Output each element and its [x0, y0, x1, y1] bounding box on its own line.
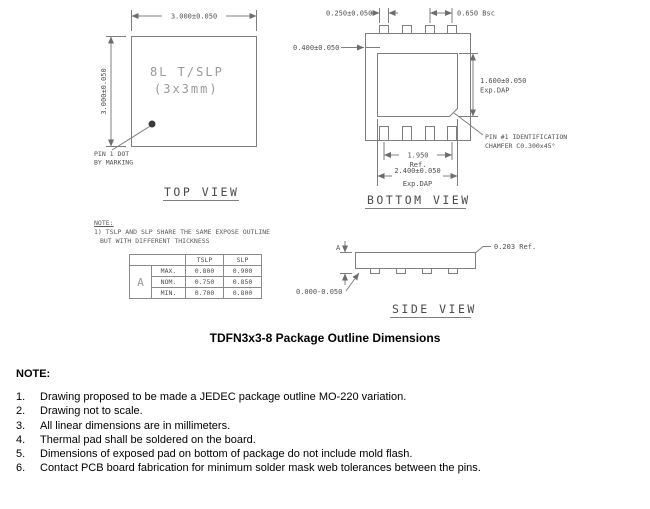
table-cell: 0.800	[185, 265, 224, 277]
standoff-callout: 0.000-0.050	[296, 272, 360, 296]
terminal-width-label: 0.250±0.050	[326, 10, 372, 18]
notes-section: NOTE: 1. Drawing proposed to be made a J…	[16, 368, 640, 476]
table-cell: 0.900	[223, 265, 262, 277]
pin1-id-line1: PIN #1 IDENTIFICATION	[485, 133, 567, 141]
bottom-view-label: BOTTOM VIEW	[367, 193, 471, 207]
top-height-dimension-label: 3.000±0.050	[100, 68, 108, 114]
page-title: TDFN3x3-8 Package Outline Dimensions	[209, 331, 441, 345]
top-view-height-dimension: 3.000±0.050	[100, 36, 126, 147]
side-view-leads	[370, 268, 458, 274]
table-row-name: MIN.	[151, 287, 186, 299]
bottom-view-package-body	[365, 33, 471, 141]
pin1-id-callout: PIN #1 IDENTIFICATION CHAMFER C0.300x45°	[453, 112, 567, 150]
note-item: 5. Dimensions of exposed pad on bottom o…	[16, 447, 640, 461]
drawing-note-heading: NOTE:	[94, 219, 114, 227]
top-view-package-body	[131, 36, 257, 147]
notes-heading: NOTE:	[16, 368, 51, 380]
table-row-group-label: A	[129, 265, 152, 299]
package-name-label: 8L T/SLP	[150, 65, 224, 79]
bottom-view-bottom-terminals	[379, 126, 457, 141]
standoff-label: 0.000-0.050	[296, 288, 342, 296]
note-item: 6. Contact PCB board fabrication for min…	[16, 461, 640, 475]
note-item: 2. Drawing not to scale.	[16, 404, 640, 418]
thickness-dimension: A	[336, 241, 352, 285]
terminal-span-sub-label: Ref.	[410, 161, 427, 169]
note-item: 1. Drawing proposed to be made a JEDEC p…	[16, 390, 640, 404]
top-view-caption: TOP VIEW	[163, 185, 239, 201]
bottom-view: 0.250±0.050 0.650 Bsc 0.400±0.050 1.60	[293, 8, 567, 209]
dap-width-sub-label: Exp.DAP	[403, 180, 433, 188]
pitch-label: 0.650 Bsc	[457, 10, 495, 18]
pin1-note-line1: PIN 1 DOT	[94, 150, 129, 158]
side-view-caption: SIDE VIEW	[390, 302, 477, 318]
bottom-view-caption: BOTTOM VIEW	[365, 193, 471, 209]
note-text: Dimensions of exposed pad on bottom of p…	[40, 448, 413, 461]
table-corner-cell	[129, 254, 186, 266]
table-row-name: MAX.	[151, 265, 186, 277]
terminal-width-dimension: 0.250±0.050	[326, 8, 398, 23]
table-row: MIN. 0.700 0.800	[130, 287, 262, 299]
table-row-name: NOM.	[151, 276, 186, 288]
table-col-header-slp: SLP	[223, 254, 262, 266]
note-item: 3. All linear dimensions are in millimet…	[16, 419, 640, 433]
side-view-package-body	[355, 252, 476, 269]
table-row: A MAX. 0.800 0.900	[129, 265, 262, 299]
package-size-label: (3x3mm)	[154, 82, 219, 96]
note-text: Contact PCB board fabrication for minimu…	[40, 462, 481, 475]
note-item: 4. Thermal pad shall be soldered on the …	[16, 433, 640, 447]
note-number: 3.	[16, 419, 26, 432]
table-cell: 0.700	[185, 287, 224, 299]
dap-height-label: 1.600±0.050	[480, 77, 526, 85]
bottom-view-top-terminals	[379, 25, 457, 34]
top-view-label: TOP VIEW	[164, 185, 239, 199]
note-number: 2.	[16, 405, 26, 418]
top-view: 3.000±0.050 3.000±0.050 8L T/SLP (3x3mm)…	[94, 10, 257, 201]
terminal-span-label: 1.950	[407, 152, 428, 160]
note-number: 6.	[16, 462, 26, 475]
drawing-canvas: 3.000±0.050 3.000±0.050 8L T/SLP (3x3mm)…	[94, 8, 567, 318]
drawing-note-line2: BUT WITH DIFFERENT THICKNESS	[100, 237, 210, 245]
top-width-dimension-label: 3.000±0.050	[171, 13, 217, 21]
side-view-label: SIDE VIEW	[392, 302, 477, 316]
pitch-dimension: 0.650 Bsc	[429, 8, 495, 23]
thickness-label: A	[336, 244, 341, 252]
exposed-dap-pad	[377, 53, 458, 117]
pin1-dot	[148, 120, 156, 128]
note-number: 1.	[16, 391, 26, 403]
terminal-length-dimension: 0.400±0.050	[293, 44, 380, 52]
table-cell: 0.850	[223, 276, 262, 288]
table-cell: 0.750	[185, 276, 224, 288]
note-number: 5.	[16, 448, 26, 461]
side-view: A 0.203 Ref. 0.000-0.050 SIDE VIEW	[296, 241, 536, 318]
note-text: Drawing proposed to be made a JEDEC pack…	[40, 391, 407, 403]
dap-width-label: 2.400±0.050	[394, 167, 440, 175]
dap-width-dimension: 2.400±0.050 Exp.DAP	[377, 119, 458, 188]
terminal-span-dimension: 1.950 Ref.	[383, 142, 453, 169]
note-text: Thermal pad shall be soldered on the boa…	[40, 433, 256, 446]
pin1-note-line2: BY MARKING	[94, 159, 133, 167]
table-cell: 0.800	[223, 287, 262, 299]
thickness-table: TSLP SLP A MAX. 0.800 0.900 NOM. 0.750 0…	[129, 254, 262, 299]
note-number: 4.	[16, 433, 26, 446]
dap-height-dimension: 1.600±0.050 Exp.DAP	[459, 53, 526, 117]
drawing-note: NOTE: 1) TSLP AND SLP SHARE THE SAME EXP…	[94, 219, 270, 246]
lead-thickness-label: 0.203 Ref.	[494, 243, 536, 251]
terminal-length-label: 0.400±0.050	[293, 44, 339, 52]
pin1-dot-callout: PIN 1 DOT BY MARKING	[94, 120, 156, 167]
note-text: All linear dimensions are in millimeters…	[40, 419, 231, 432]
pin1-id-line2: CHAMFER C0.300x45°	[485, 142, 555, 150]
table-header-row: TSLP SLP	[129, 254, 262, 266]
note-text: Drawing not to scale.	[40, 405, 143, 418]
dap-height-sub-label: Exp.DAP	[480, 87, 510, 95]
top-view-width-dimension: 3.000±0.050	[131, 10, 257, 31]
drawing-note-line1: 1) TSLP AND SLP SHARE THE SAME EXPOSE OU…	[94, 228, 271, 236]
table-col-header-tslp: TSLP	[185, 254, 224, 266]
lead-thickness-callout: 0.203 Ref.	[475, 243, 536, 253]
